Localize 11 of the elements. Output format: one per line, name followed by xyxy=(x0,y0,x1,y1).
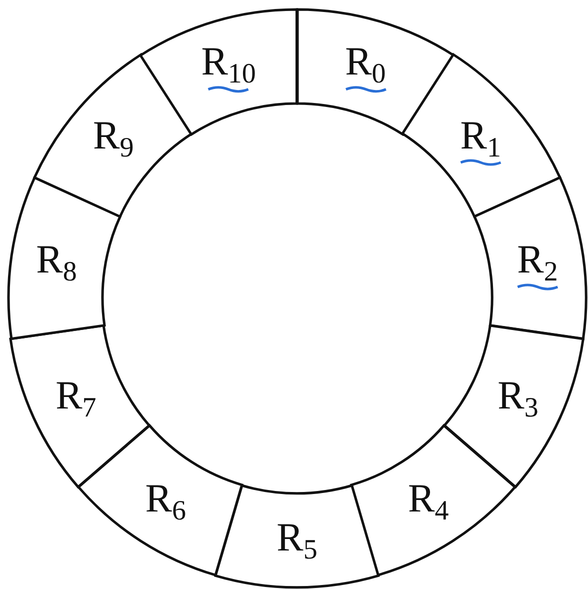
segment-label: R$_{0}$ xyxy=(345,41,386,88)
segment-label: R$_{4}$ xyxy=(408,478,449,526)
segment-label: R$_{3}$ xyxy=(498,375,538,422)
segment-label: R$_{5}$ xyxy=(276,517,318,564)
segment-label: R$_{1}$ xyxy=(460,115,501,162)
segment-label: R$_{8}$ xyxy=(36,240,77,287)
segment-label: R$_{9}$ xyxy=(93,115,134,162)
segment-label: R$_{6}$ xyxy=(145,478,186,526)
segment-label: R$_{2}$ xyxy=(517,240,558,287)
segment-label: R$_{7}$ xyxy=(56,375,96,422)
segment-label: R$_{10}$ xyxy=(201,41,256,88)
